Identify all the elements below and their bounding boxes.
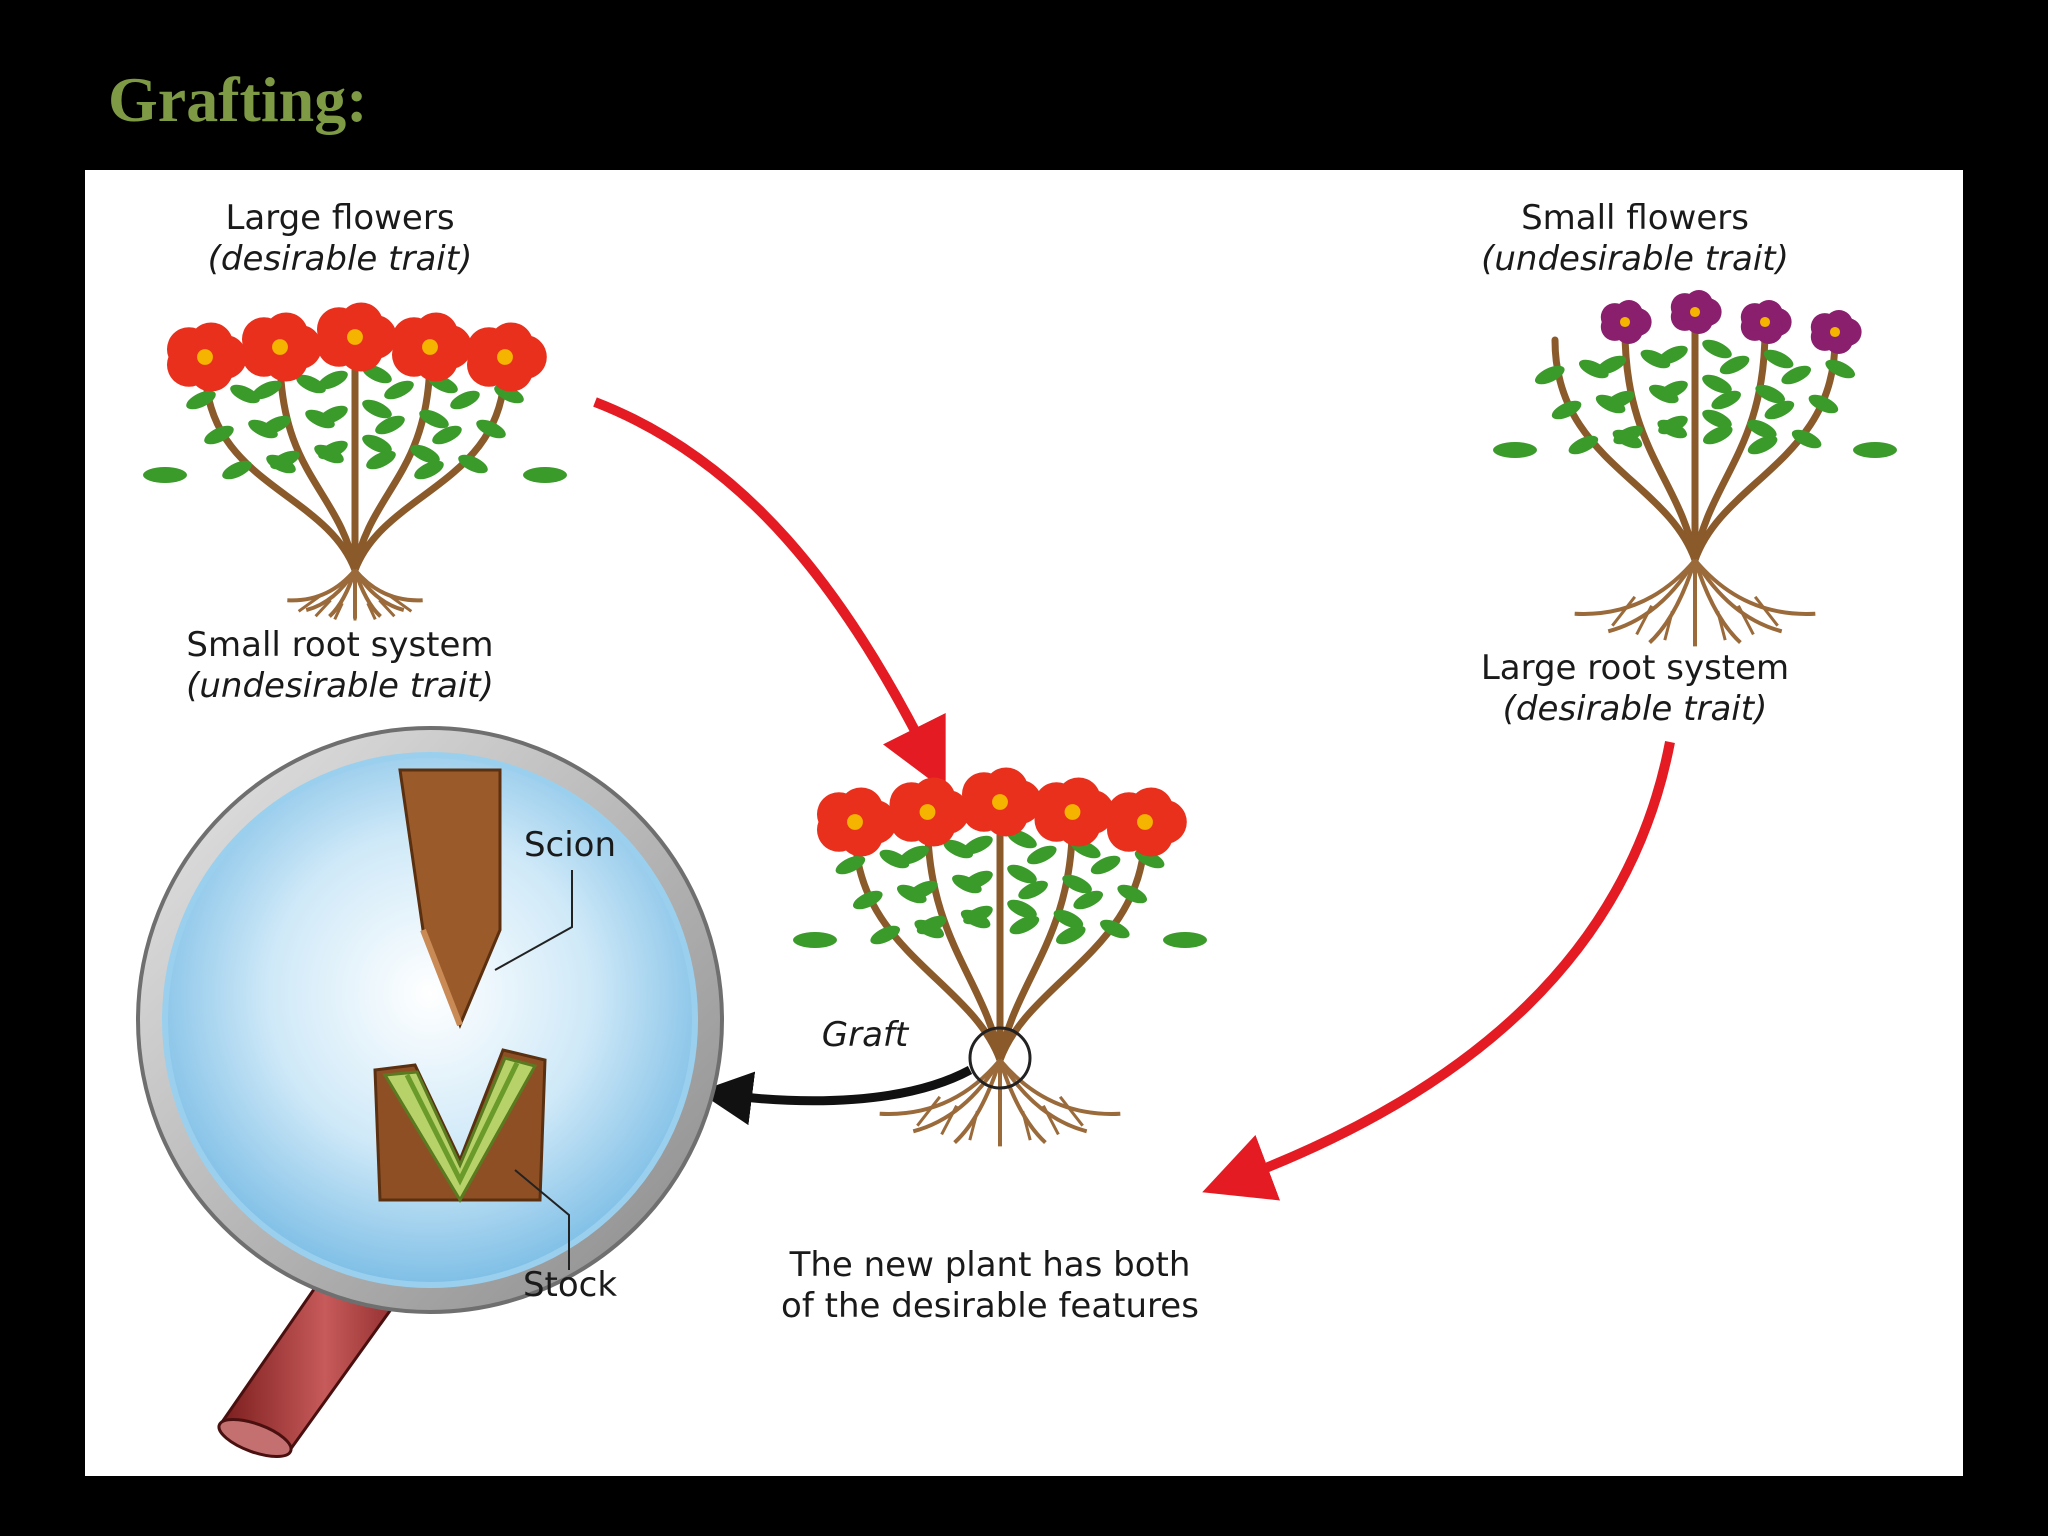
diagram-panel: Large flowers (desirable trait) Small ro… [85,170,1963,1476]
donor-plant-illustration [143,302,567,621]
scion-cutting [398,768,502,1029]
graft-arrow [698,1066,973,1126]
magnifying-glass [136,726,724,1458]
stock-pointer [514,1169,570,1270]
graft-label: Graft [821,1015,909,1055]
rootstock-plant-illustration [1493,290,1897,647]
donor-roots-label: Small root system (undesirable trait) [186,625,494,706]
donor-flowers-label: Large flowers (desirable trait) [207,198,473,279]
scion-pointer [494,870,573,971]
stock-label: Stock [522,1265,618,1305]
slide-title: Grafting: [108,64,368,135]
magnifier-lens [162,752,698,1288]
result-caption: The new plant has both of the desirable … [781,1245,1199,1326]
rootstock-flowers-label: Small flowers (undesirable trait) [1481,198,1789,279]
scion-label: Scion [523,825,617,865]
rootstock-roots-label: Large root system (desirable trait) [1480,648,1790,729]
arrow-rootstock-to-result [1202,741,1675,1201]
grafted-plant-illustration [793,767,1207,1147]
graft-point-circle [968,1026,1032,1090]
arrow-donor-to-result [593,397,946,792]
grafting-diagram [136,290,1897,1458]
